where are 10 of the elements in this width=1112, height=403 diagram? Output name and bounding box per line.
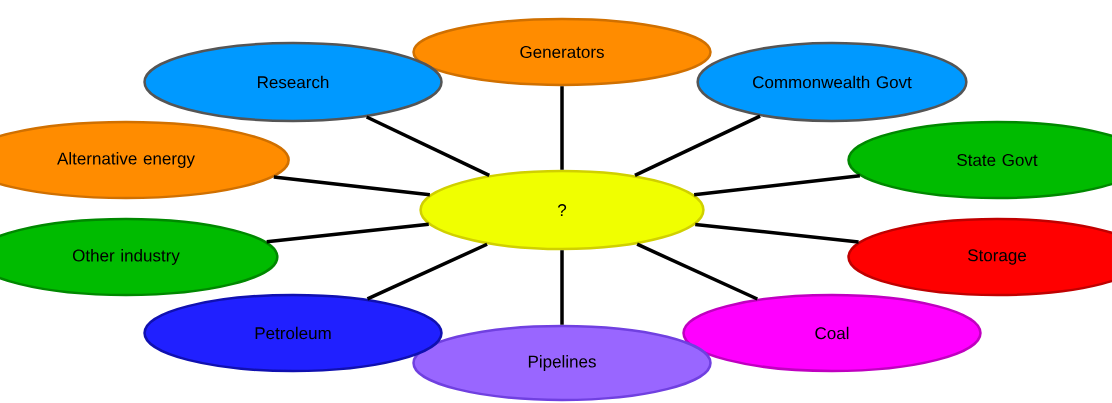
connector-line (273, 175, 431, 197)
connector-line (693, 174, 861, 197)
connector-line (634, 114, 761, 177)
connector-line (266, 222, 429, 244)
connector-line (560, 86, 564, 170)
connector-line (695, 222, 859, 244)
connector-line (365, 115, 490, 177)
connector-line (366, 242, 488, 301)
connector-line (636, 242, 759, 301)
connector-line (560, 250, 564, 325)
